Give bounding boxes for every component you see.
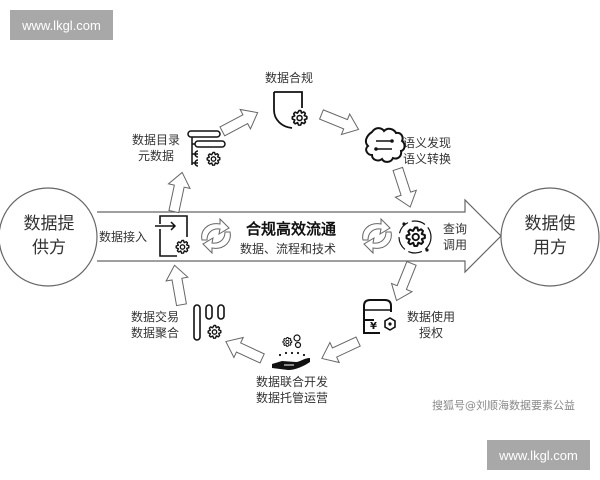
- step-semantic-label: 语义发现 语义转换: [403, 135, 451, 167]
- step-compliance-label: 数据合规: [265, 71, 314, 85]
- step-authorization-line1: 数据使用: [406, 310, 455, 324]
- source-credit: 搜狐号@刘顺海数据要素公益: [432, 399, 575, 412]
- watermark-text: www.lkgl.com: [22, 17, 101, 33]
- watermark-top-left: www.lkgl.com: [10, 10, 113, 40]
- step-authorization-line2: 授权: [418, 326, 443, 340]
- step-semantic-line2: 语义转换: [403, 152, 452, 166]
- step-development-line1: 数据联合开发: [255, 375, 328, 389]
- bars-gear-icon: [193, 304, 225, 341]
- provider-label: 数据提 供方: [3, 212, 95, 260]
- shield-gear-icon: [273, 91, 308, 129]
- step-trade-line2: 数据聚合: [131, 326, 180, 340]
- step-development-line2: 数据托管运营: [255, 391, 328, 405]
- catalog-tree-gear-icon: [187, 130, 226, 167]
- step-query-line1: 查询: [443, 222, 468, 236]
- arrow-query-to-auth: [385, 258, 423, 306]
- step-development-label: 数据联合开发 数据托管运营: [250, 374, 334, 406]
- consumer-label-line2: 用方: [533, 238, 567, 258]
- svg-text:¥: ¥: [370, 321, 377, 332]
- step-query-line2: 调用: [443, 238, 468, 252]
- step-authorization-label: 数据使用 授权: [403, 309, 459, 341]
- hand-gears-icon: [272, 334, 310, 370]
- gear-circle-icon: [398, 220, 432, 254]
- step-catalog-line1: 数据目录: [131, 133, 180, 147]
- arrow-dev-to-trade: [220, 331, 268, 369]
- yen-card-icon: ¥: [363, 299, 396, 334]
- arrow-trade-to-ingest: [163, 262, 193, 308]
- step-query-label: 查询 调用: [443, 221, 467, 253]
- watermark-text: www.lkgl.com: [499, 447, 578, 463]
- provider-label-line2: 供方: [32, 238, 66, 258]
- semantic-gear-icon: [364, 127, 406, 163]
- consumer-label-line1: 数据使: [524, 214, 576, 234]
- provider-label-line1: 数据提: [23, 214, 75, 234]
- arrow-compliance-to-semantic: [316, 103, 364, 141]
- step-catalog-line2: 元数据: [137, 149, 174, 163]
- arrow-semantic-to-query: [386, 165, 422, 211]
- arrow-ingest-to-catalog: [162, 169, 194, 215]
- watermark-bottom-right: www.lkgl.com: [487, 440, 590, 470]
- consumer-circle: [500, 187, 600, 287]
- main-arrow-title: 合规高效流通: [246, 220, 337, 238]
- main-arrow-subtitle: 数据、流程和技术: [240, 242, 337, 256]
- consumer-label: 数据使 用方: [504, 212, 596, 260]
- arrow-auth-to-dev: [316, 331, 364, 369]
- step-trade-label: 数据交易 数据聚合: [131, 309, 179, 341]
- step-trade-line1: 数据交易: [131, 310, 180, 324]
- provider-circle: [0, 187, 98, 287]
- step-ingest-label: 数据接入: [99, 230, 148, 244]
- arrow-catalog-to-compliance: [216, 102, 264, 142]
- step-semantic-line1: 语义发现: [403, 136, 452, 150]
- import-gear-icon: [155, 215, 190, 257]
- step-catalog-label: 数据目录 元数据: [128, 132, 184, 164]
